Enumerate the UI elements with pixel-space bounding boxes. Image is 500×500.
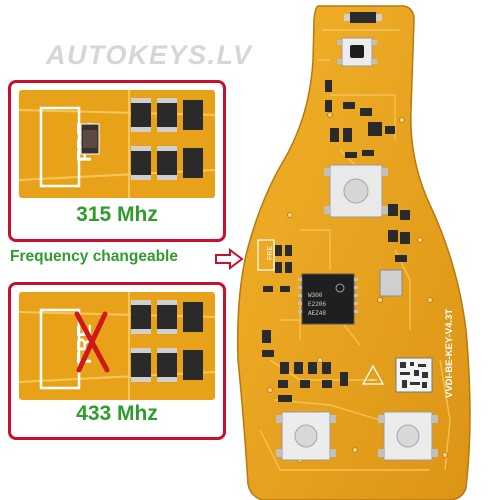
frequency-changeable-label: Frequency changeable bbox=[10, 248, 178, 265]
board-edge-text: VVDI-BE-KEY-V4.3T bbox=[444, 309, 455, 398]
zoom-panel-433: FRE 433 Mhz bbox=[8, 282, 226, 440]
recycle-triangle-icon bbox=[361, 364, 385, 385]
board-middle-button bbox=[329, 164, 383, 218]
board-fre-marking: FRE bbox=[267, 246, 274, 260]
zoom-panel-315: FRE 315 Mhz bbox=[8, 80, 226, 242]
chip-line-1: W300 bbox=[308, 292, 323, 299]
caption-433: 433 Mhz bbox=[76, 402, 158, 425]
chip-line-3: AEZ48 bbox=[308, 310, 326, 317]
zoom-image-433: FRE bbox=[19, 292, 215, 400]
board-main-chip bbox=[301, 273, 355, 325]
board-top-connector bbox=[350, 12, 376, 23]
zoom-image-315: FRE bbox=[19, 90, 215, 198]
board-bottom-left-button bbox=[276, 411, 336, 461]
chip-line-2: E2206 bbox=[308, 301, 326, 308]
watermark-text: AUTOKEYS.LV bbox=[46, 40, 253, 70]
caption-315: 315 Mhz bbox=[76, 203, 158, 226]
x-mark-icon bbox=[74, 311, 110, 373]
board-bottom-right-button bbox=[378, 411, 438, 461]
arrow-right-icon bbox=[215, 248, 244, 270]
